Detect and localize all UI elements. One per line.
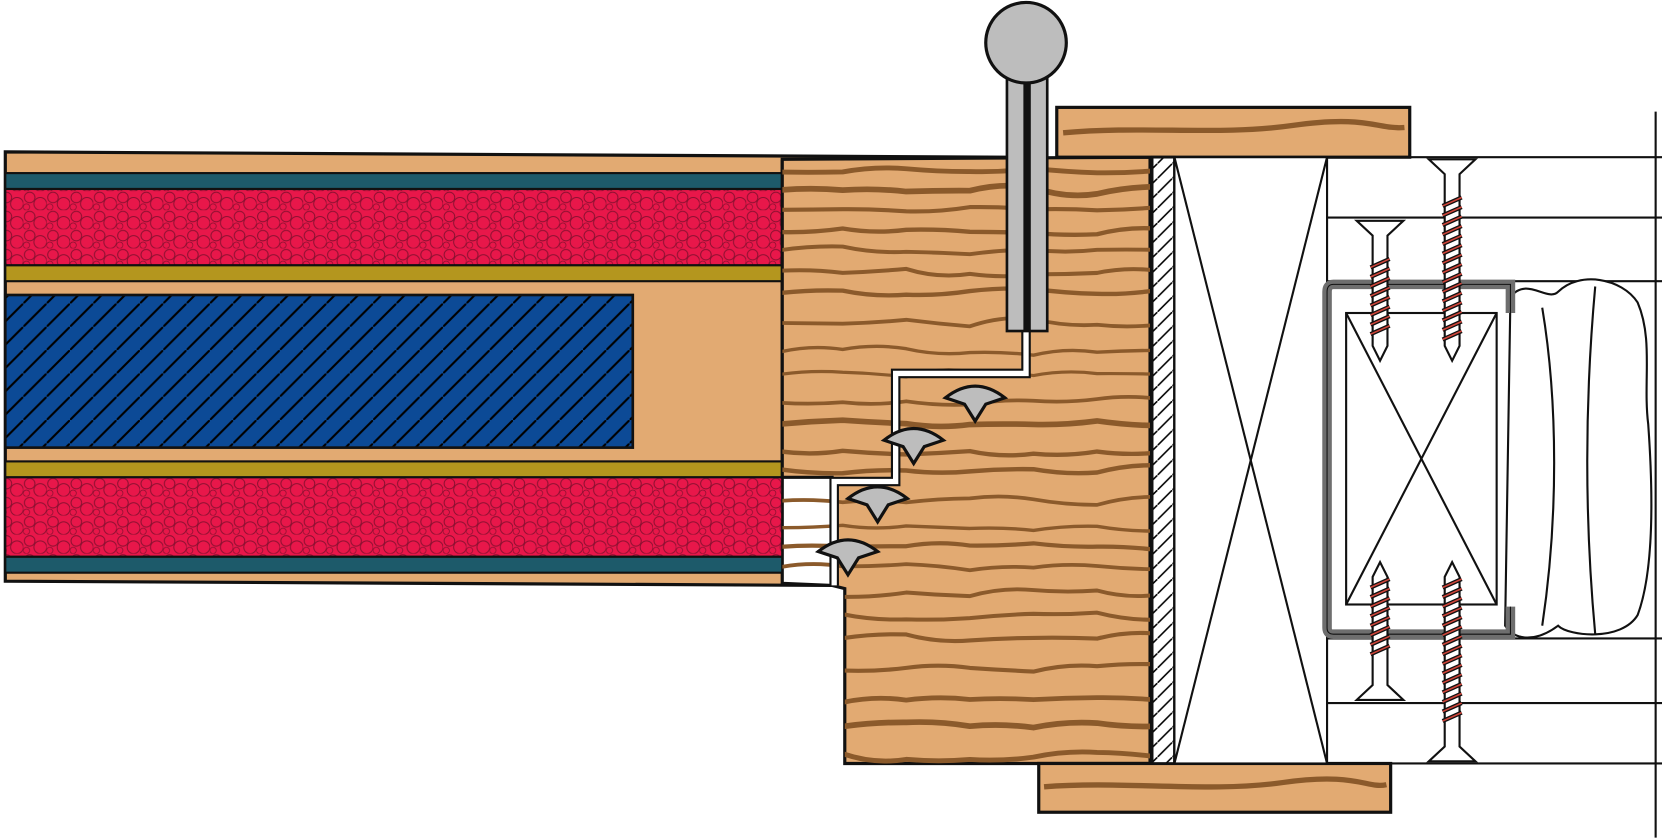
stud-inner-box	[1345, 311, 1498, 606]
gold-strip-bottom	[4, 460, 784, 479]
grain-line	[782, 448, 1151, 458]
grain-line	[782, 417, 1151, 430]
grain-line	[782, 226, 1151, 237]
teal-facing-top	[4, 172, 784, 191]
foam-layer-bottom	[4, 476, 784, 558]
sheathing-hatched	[1150, 155, 1176, 765]
grain-line	[782, 286, 1151, 298]
frame-wood-body	[780, 155, 1152, 766]
wall-assembly	[1322, 111, 1662, 838]
trim-grain	[1043, 776, 1387, 790]
cross-line	[1173, 156, 1329, 764]
gold-strip-top	[4, 264, 784, 283]
wood-frame	[780, 155, 1152, 766]
grain-line	[782, 165, 1151, 176]
foam-layer-top	[4, 187, 784, 267]
screw	[1354, 559, 1407, 701]
trim-grain	[1062, 118, 1405, 136]
teal-facing-bottom	[4, 555, 784, 574]
pin-head	[984, 0, 1068, 85]
core-hatched	[3, 293, 635, 449]
grain-line	[782, 344, 1151, 357]
steel-stud-outline	[1326, 283, 1511, 635]
seal-gaskets	[814, 384, 1009, 578]
hinge-pin	[984, 0, 1068, 333]
grain-line	[782, 316, 1151, 329]
grain-line	[782, 266, 1151, 279]
grain-line	[782, 463, 1151, 476]
grain-line	[782, 244, 1151, 257]
casing-trim-top	[1055, 105, 1412, 159]
grain-line	[782, 182, 1151, 199]
screw	[1426, 559, 1479, 763]
grain-line	[782, 494, 1151, 507]
screw	[1426, 158, 1479, 364]
grain-line	[782, 523, 1151, 533]
screw	[1354, 219, 1407, 364]
insulation-batt	[1504, 278, 1653, 639]
drywall-screws	[1354, 158, 1479, 763]
door-leaf	[3, 150, 1009, 588]
weather-seal-gap-inner	[831, 331, 1029, 586]
casing-trim-bottom	[1037, 761, 1393, 814]
seal-gasket	[844, 485, 911, 525]
cross-line	[1345, 312, 1498, 605]
seal-gasket	[942, 384, 1009, 425]
seal-gasket	[880, 427, 947, 467]
blocking-box	[1173, 156, 1329, 765]
grain-line	[782, 204, 1151, 214]
seal-gasket	[814, 538, 881, 578]
